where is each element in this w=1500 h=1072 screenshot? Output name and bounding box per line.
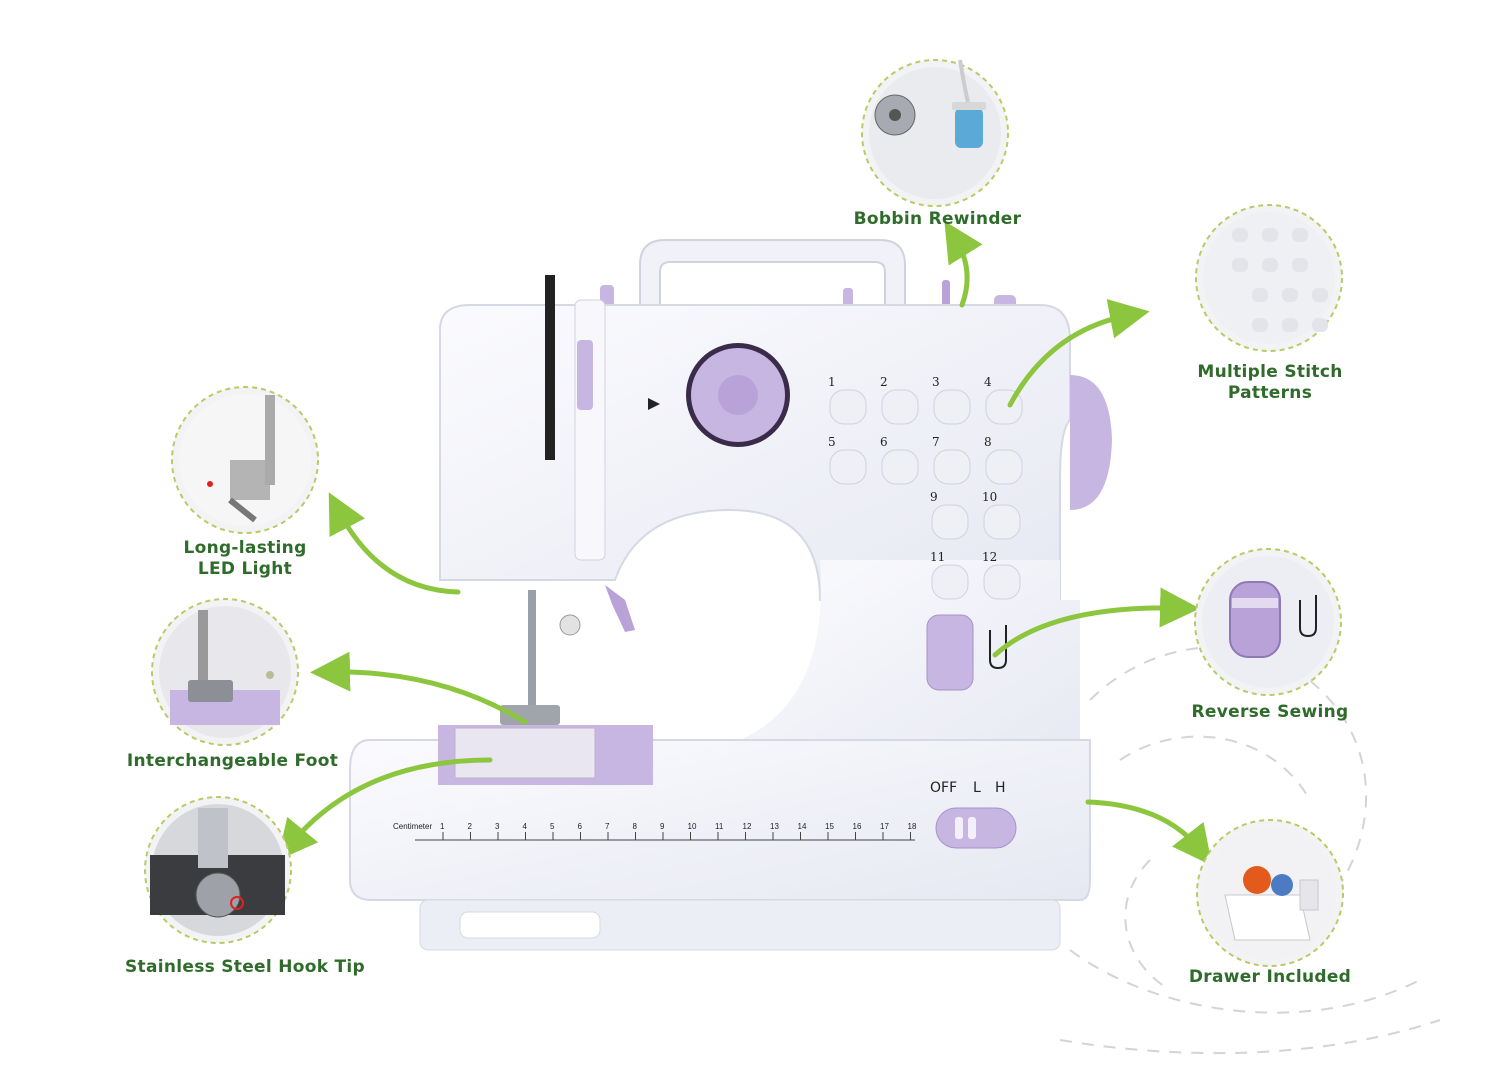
stitch-button <box>933 389 971 425</box>
closeup-hook <box>144 796 292 944</box>
ruler-tick-label: 14 <box>798 822 807 831</box>
arrow-foot <box>310 651 528 725</box>
ruler-tick-label: 2 <box>468 822 473 831</box>
label-drawer-included: Drawer Included <box>1188 967 1352 987</box>
mini-stitch-button <box>1292 258 1308 272</box>
closeup-stitch-chart <box>1195 204 1343 352</box>
switch-off-label: OFF <box>930 780 957 796</box>
arrow-hook <box>277 757 493 861</box>
mini-stitch-button <box>1252 318 1268 332</box>
bobbin-closeup-icon <box>874 59 986 148</box>
ruler-tick-label: 13 <box>770 822 779 831</box>
callout-arrows <box>277 221 1213 866</box>
ruler-tick-label: 9 <box>660 822 665 831</box>
closeup-led <box>171 386 319 534</box>
ruler-tick-label: 7 <box>605 822 610 831</box>
stitch-button <box>985 449 1023 485</box>
stitch-button <box>829 389 867 425</box>
stitch-number: 11 <box>930 550 945 564</box>
mini-stitch-button <box>1282 288 1298 302</box>
stitch-button <box>931 504 969 540</box>
label-led-line2: LED Light <box>197 559 293 579</box>
mini-stitch-button <box>1252 288 1268 302</box>
ruler-tick-label: 1 <box>440 822 445 831</box>
mini-stitch-button <box>1312 318 1328 332</box>
arrow-bobbin <box>944 221 983 308</box>
stitch-number: 4 <box>984 375 992 389</box>
stitch-button <box>881 389 919 425</box>
reverse-lever <box>926 614 974 691</box>
ruler-tick-label: 12 <box>743 822 752 831</box>
label-hook-tip: Stainless Steel Hook Tip <box>124 957 366 977</box>
ruler-tick-label: 6 <box>578 822 583 831</box>
ruler-tick-label: 8 <box>633 822 638 831</box>
ruler-tick-label: 4 <box>523 822 528 831</box>
mini-stitch-button <box>1282 318 1298 332</box>
ruler-tick-label: 17 <box>880 822 889 831</box>
ruler-tick-label: 3 <box>495 822 500 831</box>
closeup-foot <box>151 598 299 746</box>
label-multiple-stitch-line1: Multiple Stitch <box>1197 362 1343 382</box>
drawer-closeup-icon <box>1224 866 1319 941</box>
label-led-light: Long-lasting LED Light <box>160 538 330 580</box>
hook-closeup-icon <box>150 808 285 918</box>
stitch-number: 8 <box>984 435 992 449</box>
arrow-led <box>328 492 461 595</box>
mini-stitch-button <box>1262 258 1278 272</box>
stitch-button <box>983 504 1021 540</box>
closeup-bobbin <box>861 59 1009 207</box>
mini-stitch-button <box>1292 228 1308 242</box>
ruler-tick-label: 18 <box>908 822 917 831</box>
led-light-closeup-icon <box>207 395 275 523</box>
ruler-tick-label: 10 <box>688 822 697 831</box>
mini-stitch-button <box>1232 258 1248 272</box>
ruler-tick-label: 5 <box>550 822 555 831</box>
mini-stitch-button <box>1262 228 1278 242</box>
ruler-tick-label: 16 <box>853 822 862 831</box>
mini-stitch-button <box>1232 228 1248 242</box>
closeup-drawer <box>1196 819 1344 967</box>
label-reverse-sewing: Reverse Sewing <box>1191 702 1349 722</box>
stitch-chart-closeup-icon <box>1232 228 1328 332</box>
arrow-reverse <box>992 587 1200 658</box>
stitch-button <box>933 449 971 485</box>
switch-l-label: L <box>973 780 981 796</box>
carry-handle <box>639 239 906 306</box>
stitch-number: 10 <box>982 490 997 504</box>
arrow-stitch <box>1007 299 1150 408</box>
stitch-number: 3 <box>932 375 940 389</box>
closeup-reverse <box>1194 548 1342 696</box>
label-bobbin-rewinder: Bobbin Rewinder <box>853 209 1022 229</box>
presser-foot-closeup-icon <box>170 610 280 725</box>
label-led-line1: Long-lasting <box>183 538 307 558</box>
ruler-tick-label: 15 <box>825 822 834 831</box>
switch-h-label: H <box>995 780 1006 796</box>
mini-stitch-button <box>1312 288 1328 302</box>
stitch-button <box>881 449 919 485</box>
stitch-number: 5 <box>828 435 836 449</box>
arrow-drawer <box>1085 799 1213 866</box>
stitch-number: 9 <box>930 490 938 504</box>
stitch-number: 12 <box>982 550 997 564</box>
stitch-button <box>983 564 1021 600</box>
stitch-number: 6 <box>880 435 888 449</box>
label-multiple-stitch: Multiple Stitch Patterns <box>1175 362 1365 404</box>
reverse-lever-closeup-icon <box>1229 581 1317 658</box>
label-multiple-stitch-line2: Patterns <box>1227 383 1313 403</box>
stitch-number: 7 <box>932 435 940 449</box>
stitch-number: 1 <box>828 375 836 389</box>
stitch-number: 2 <box>880 375 888 389</box>
label-interchangeable-foot: Interchangeable Foot <box>126 751 339 771</box>
ruler-tick-label: 11 <box>715 822 724 831</box>
ruler-label: Centimeter <box>393 822 432 831</box>
stitch-button <box>829 449 867 485</box>
stitch-button <box>931 564 969 600</box>
